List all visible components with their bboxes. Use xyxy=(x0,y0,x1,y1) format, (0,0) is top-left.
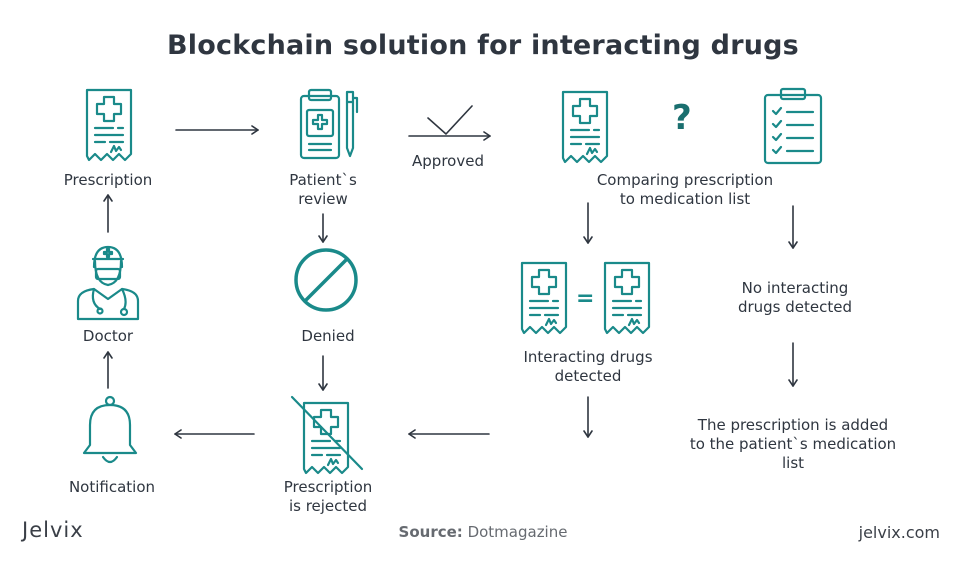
equals-sign: = xyxy=(576,286,595,311)
prescription-icon xyxy=(85,88,133,162)
checklist-icon xyxy=(763,87,823,165)
diagram-title: Blockchain solution for interacting drug… xyxy=(167,30,799,61)
source-credit: Source: Dotmagazine xyxy=(0,523,966,541)
doctor-icon xyxy=(76,245,140,321)
clipboard-pen-icon xyxy=(299,88,359,160)
prescription-icon xyxy=(603,261,651,335)
question-mark: ? xyxy=(672,98,692,138)
checkmark-icon xyxy=(427,105,473,135)
approved-label: Approved xyxy=(412,152,484,170)
site-url: jelvix.com xyxy=(858,523,940,542)
jelvix-logo: Jelvix xyxy=(22,518,84,542)
source-value: Dotmagazine xyxy=(467,523,568,541)
prescription-rejected-icon xyxy=(290,395,364,475)
denied-label: Denied xyxy=(301,327,355,345)
denied-icon xyxy=(294,248,358,312)
bell-icon xyxy=(82,395,138,464)
source-label: Source: xyxy=(398,523,463,541)
doctor-label: Doctor xyxy=(82,327,134,345)
prescription-label: Prescription xyxy=(63,171,153,189)
notification-label: Notification xyxy=(68,478,156,496)
prescription-icon xyxy=(520,261,568,335)
prescription-icon xyxy=(561,90,609,164)
